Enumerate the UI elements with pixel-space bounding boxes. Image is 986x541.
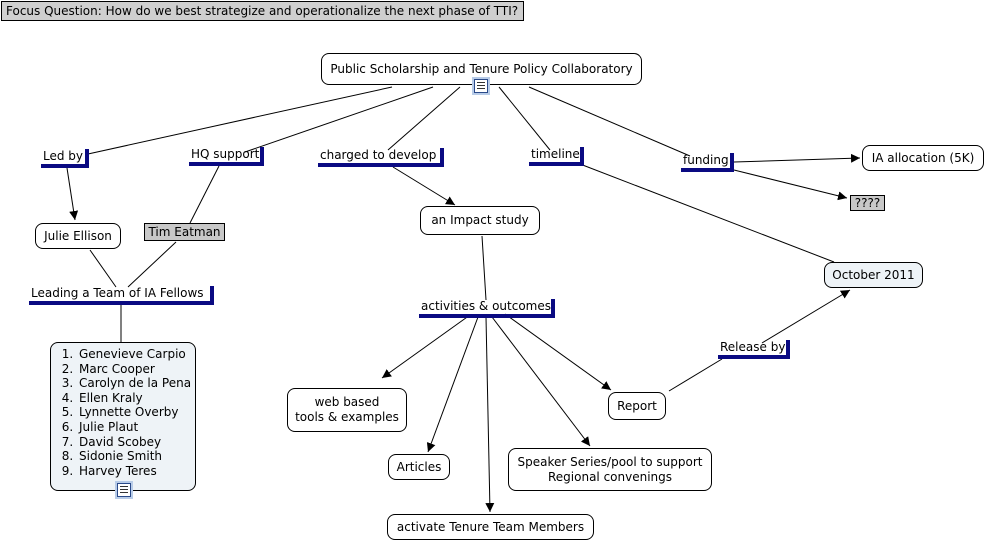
arrow-act-activate [485,316,495,513]
node-web-tools[interactable]: web based tools & examples [287,388,407,432]
link-hq-support[interactable]: HQ support [189,147,264,166]
node-speaker-line2: Regional convenings [547,469,673,484]
link-charged-to-develop[interactable]: charged to develop [318,148,444,167]
node-tim-eatman[interactable]: Tim Eatman [144,223,225,241]
arrow-funding-ia [733,153,861,163]
node-speaker-series[interactable]: Speaker Series/pool to support Regional … [508,448,712,491]
node-activate-members[interactable]: activate Tenure Team Members [387,514,594,540]
link-release-by[interactable]: Release by [718,340,790,359]
arrow-charged-impact [392,166,456,206]
arrow-release-oct [761,289,851,344]
node-october-2011[interactable]: October 2011 [824,262,923,288]
list-item: Harvey Teres [77,464,195,479]
node-julie-ellison[interactable]: Julie Ellison [35,223,121,249]
node-unknown-funding[interactable]: ???? [850,195,885,211]
link-led-by[interactable]: Led by [41,149,89,168]
list-item: Genevieve Carpio [77,347,195,362]
node-report[interactable]: Report [608,392,666,420]
document-icon[interactable] [474,79,488,93]
list-item: Marc Cooper [77,362,195,377]
arrow-act-articles [426,316,479,453]
line-hq-tim [189,165,220,224]
link-leading-team[interactable]: Leading a Team of IA Fellows [29,286,214,305]
line-timeline-oct [579,163,835,263]
arrow-act-report [504,313,612,391]
arrow-ledby-julie [66,167,79,221]
arrow-act-web [381,314,471,379]
line-tim-leading [127,241,177,288]
line-impact-activities [481,235,487,301]
node-impact-study[interactable]: an Impact study [420,206,540,235]
line-main-ledby [87,86,393,155]
line-main-charged [387,86,461,151]
link-funding[interactable]: funding [681,153,734,172]
node-ia-allocation[interactable]: IA allocation (5K) [862,145,984,171]
node-main-collaboratory[interactable]: Public Scholarship and Tenure Policy Col… [321,53,642,85]
list-item: Ellen Kraly [77,391,195,406]
link-timeline[interactable]: timeline [529,147,584,166]
node-speaker-line1: Speaker Series/pool to support [517,454,703,469]
line-main-funding [528,86,691,157]
list-item: David Scobey [77,435,195,450]
node-web-tools-line2: tools & examples [295,410,399,424]
arrow-act-speaker [491,316,591,447]
fellows-list[interactable]: Genevieve Carpio Marc Cooper Carolyn de … [50,342,196,491]
list-item: Julie Plaut [77,420,195,435]
list-item: Sidonie Smith [77,449,195,464]
node-web-tools-line1: web based [314,395,380,409]
line-main-timeline [498,86,551,151]
line-main-hq [244,86,434,153]
arrow-funding-unknown [733,169,848,201]
list-item: Lynnette Overby [77,405,195,420]
document-icon[interactable] [117,483,131,497]
node-articles[interactable]: Articles [388,454,450,480]
link-activities-outcomes[interactable]: activities & outcomes [419,299,555,318]
list-item: Carolyn de la Pena [77,376,195,391]
focus-question: Focus Question: How do we best strategiz… [1,1,524,21]
line-julie-leading [89,249,117,288]
line-report-release [668,358,723,392]
